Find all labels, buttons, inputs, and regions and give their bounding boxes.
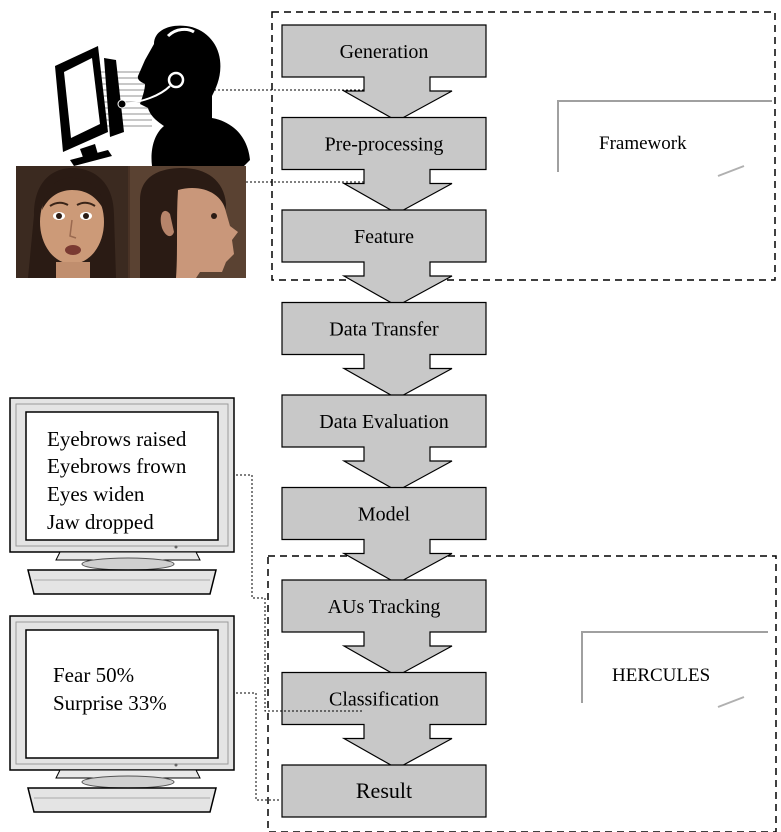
- monitor-line-eyebrows-frown: Eyebrows frown: [47, 454, 187, 478]
- result-line-surprise: Surprise 33%: [53, 691, 167, 715]
- features-monitor-leader-line: [232, 474, 364, 712]
- leader-lines: [182, 89, 364, 801]
- stage-data-evaluation-box: [281, 394, 487, 492]
- stage-generation-label: Generation: [340, 41, 429, 63]
- stage-classification-box: [281, 671, 487, 770]
- stage-aus-tracking-label: AUs Tracking: [328, 596, 441, 618]
- monitor-line-eyes-widen: Eyes widen: [47, 482, 145, 506]
- stage-classification-label: Classification: [329, 689, 439, 711]
- result-monitor-screen: [25, 629, 219, 759]
- result-line-fear: Fear 50%: [53, 663, 134, 687]
- hercules-callout: HERCULES: [581, 631, 768, 708]
- stage-aus-tracking-box: [281, 579, 487, 677]
- framework-label: Framework: [599, 133, 687, 154]
- hercules-group-box: [267, 555, 777, 832]
- computer-monitor-icon: [55, 46, 124, 166]
- stage-pre-processing-label: Pre-processing: [325, 134, 444, 156]
- stage-generation-box: [281, 24, 487, 122]
- stage-data-transfer-label: Data Transfer: [329, 319, 439, 341]
- head-silhouette-icon: [117, 25, 250, 166]
- stage-feature-box: [281, 209, 487, 307]
- stage-model-label: Model: [358, 504, 411, 526]
- stage-data-evaluation-label: Data Evaluation: [319, 411, 448, 433]
- hercules-label: HERCULES: [612, 665, 710, 686]
- stage-model-box: [281, 486, 487, 585]
- stage-feature-label: Feature: [354, 226, 414, 248]
- stage-data-transfer-box: [281, 301, 487, 400]
- stage-result-label: Result: [356, 778, 412, 803]
- frontal-face-photo: [16, 166, 128, 278]
- profile-face-photo: [130, 166, 246, 278]
- monitor-line-eyebrows-raised: Eyebrows raised: [47, 427, 187, 451]
- features-monitor-screen: [25, 411, 219, 541]
- stage-pre-processing-box: [281, 116, 487, 215]
- features-monitor: Eyebrows raised Eyebrows frown Eyes wide…: [9, 397, 235, 595]
- result-monitor: Fear 50% Surprise 33%: [9, 615, 235, 813]
- operator-headset-illustration: [55, 25, 250, 166]
- result-monitor-leader-line: [232, 692, 280, 801]
- framework-group-box: [271, 11, 776, 281]
- framework-callout: Framework: [557, 100, 772, 177]
- face-photos: [16, 166, 246, 278]
- monitor-line-jaw-dropped: Jaw dropped: [47, 510, 154, 534]
- stage-result-box: [281, 764, 487, 818]
